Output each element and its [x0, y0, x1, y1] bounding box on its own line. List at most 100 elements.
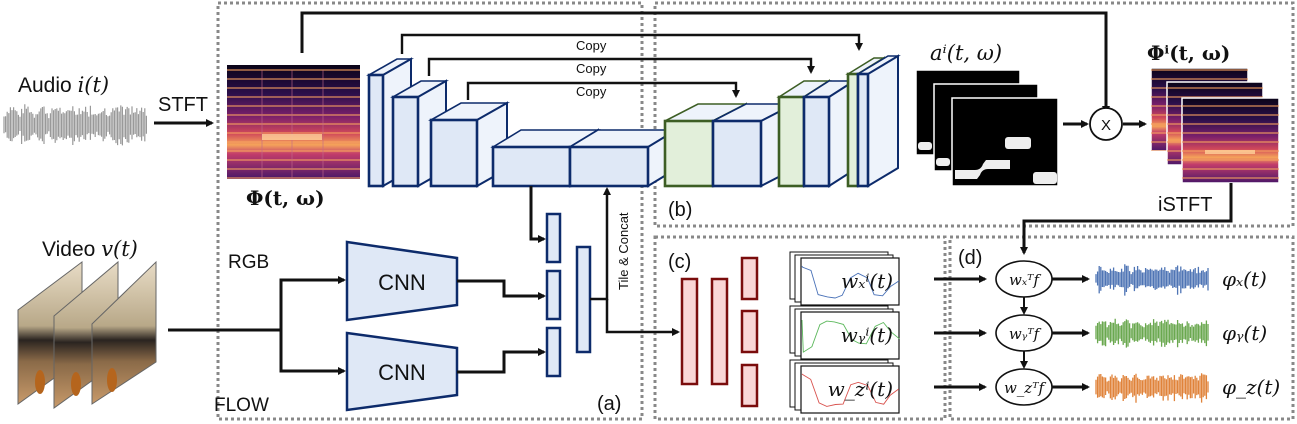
decoder-block — [855, 54, 901, 188]
input-spectrogram-label: Φ(t, ω) — [246, 186, 325, 210]
fusion-feature-rgb — [545, 269, 562, 321]
weight-curve — [801, 319, 900, 353]
weight-curve — [801, 373, 899, 407]
input-spectrogram — [227, 65, 360, 179]
encoder-block — [427, 101, 511, 188]
decoder-block-front — [802, 95, 831, 188]
bottleneck-block — [567, 128, 679, 188]
decoder-block-front — [711, 119, 763, 188]
weight-plot-stack: wₓⁱ(t) — [789, 251, 987, 306]
output-waveform — [1095, 318, 1209, 348]
istft-line — [1020, 183, 1233, 255]
decoder-concat-block-front — [846, 72, 860, 188]
encoder-block-front — [367, 73, 385, 188]
flow-cnn-label: CNN — [378, 360, 426, 385]
decoder-channel: wₓᵀf φₓ(t) — [995, 260, 1267, 315]
weight-plot-stack: wᵧⁱ(t) — [789, 305, 987, 360]
output-waveform — [1095, 264, 1209, 296]
panel-c-border — [653, 235, 947, 421]
video-frame-stack — [17, 260, 157, 409]
copy-connection-1 — [400, 33, 863, 54]
fused-feature — [575, 245, 592, 354]
audio-waveform — [3, 104, 147, 146]
weight-plots: wₓⁱ(t) wᵧⁱ(t) w_zⁱ(t) — [789, 251, 987, 414]
multiply-node — [1089, 107, 1123, 141]
fusion-features — [545, 212, 592, 378]
weight-curve — [801, 265, 900, 299]
copy-label-2: Copy — [576, 61, 607, 76]
weight-label: wᵧⁱ(t) — [841, 323, 893, 347]
decoder-channel: w_zᵀf φ_z(t) — [995, 368, 1280, 406]
fc-head-z — [740, 363, 759, 408]
weight-label: wₓⁱ(t) — [841, 269, 893, 293]
decoder-node-label: w_zᵀf — [1004, 379, 1047, 397]
rgb-cnn-label: CNN — [378, 270, 426, 295]
rgb-cnn — [345, 240, 459, 322]
bottleneck-block-front — [568, 145, 650, 188]
copy-label-3: Copy — [576, 84, 607, 99]
copy-connection-3 — [466, 81, 740, 100]
decoder-block-side — [867, 54, 899, 188]
encoder-block-front — [429, 118, 479, 188]
panel-label-d: (d) — [958, 247, 982, 269]
decoder-concat-block-front — [663, 119, 715, 188]
fc-head-x — [740, 256, 759, 301]
fusion-feature-flow — [545, 326, 562, 378]
output-spectrogram-stack — [1150, 67, 1280, 184]
flow-label: FLOW — [214, 395, 269, 416]
flow-branch-arrow — [279, 330, 346, 375]
multiply-symbol: X — [1101, 117, 1111, 134]
flow-cnn-to-fusion-arrow — [457, 348, 546, 374]
panel-label-b: (b) — [668, 199, 692, 221]
unet — [365, 54, 901, 188]
rgb-cnn-to-fusion-arrow — [457, 279, 546, 300]
weight-plot-frame — [800, 257, 900, 306]
fc-layer — [710, 277, 729, 386]
copy-label-1: Copy — [576, 38, 607, 53]
panel-a-border — [216, 1, 644, 421]
tile-concat-label: Tile & Concat — [616, 212, 631, 290]
fusion-feature-audio — [545, 212, 562, 264]
output-label: φₓ(t) — [1222, 267, 1267, 291]
spectrogram-skip-line — [300, 11, 1110, 114]
copy-connection-2 — [427, 57, 815, 76]
fused-to-bottleneck-arrow — [590, 187, 611, 301]
panel-label-c: (c) — [668, 251, 691, 273]
bottleneck-to-fusion-arrow — [529, 186, 546, 243]
bottleneck-block-front — [491, 145, 572, 188]
fused-to-fc-arrow — [605, 299, 680, 336]
audio-label: Audio i(t) — [18, 73, 109, 97]
rgb-label: RGB — [228, 252, 269, 273]
ambisonic-decoder: wₓᵀf φₓ(t) wᵧᵀf φᵧ(t) w_zᵀf φ_z(t) — [995, 260, 1280, 406]
mask-label: aⁱ(t, ω) — [930, 41, 1002, 65]
decoder-concat-block-front — [777, 95, 806, 188]
encoder-block-front — [391, 95, 420, 188]
panel-d-border — [948, 235, 1295, 421]
stft-label: STFT — [158, 94, 208, 116]
video-label: Video v(t) — [42, 237, 138, 261]
decoder-node-label: wₓᵀf — [1009, 271, 1041, 289]
output-label: φ_z(t) — [1222, 375, 1280, 399]
rgb-branch-arrow — [279, 276, 346, 330]
fc-layers — [680, 256, 759, 408]
flow-cnn — [345, 331, 459, 412]
panel-borders — [216, 1, 1295, 421]
weight-plot-stack: w_zⁱ(t) — [789, 359, 987, 414]
panel-label-a: (a) — [597, 393, 621, 415]
output-label: φᵧ(t) — [1222, 321, 1267, 345]
istft-label: iSTFT — [1158, 194, 1212, 216]
fc-head-y — [740, 309, 759, 354]
decoder-block — [801, 79, 857, 188]
audio-waveform-trace — [3, 104, 147, 146]
output-spectrogram-label: Φⁱ(t, ω) — [1147, 41, 1230, 65]
mask-stack — [915, 69, 1059, 187]
decoder-block-front — [856, 72, 870, 188]
panel-b-border — [653, 1, 1295, 228]
video-frame — [91, 260, 157, 405]
weight-label: w_zⁱ(t) — [828, 377, 893, 401]
output-waveform — [1095, 373, 1209, 403]
fc-layer — [680, 277, 699, 386]
copy-connections — [400, 33, 863, 100]
decoder-node-label: wᵧᵀf — [1009, 325, 1042, 343]
